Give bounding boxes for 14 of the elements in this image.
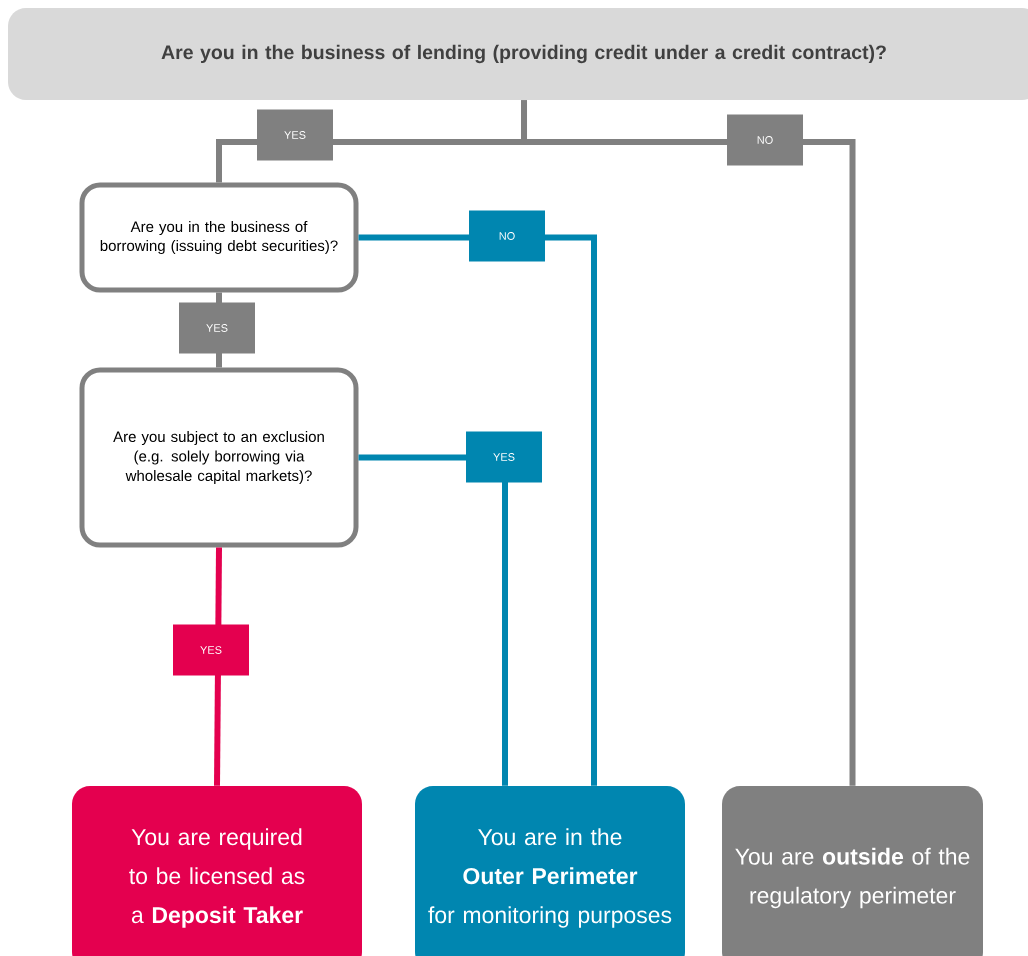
edge-label: YES [179,302,255,354]
outcome-box: You are required to be licensed as a Deposit Taker [72,786,362,956]
question-banner: Are you in the business of lending (providing credit under a credit contract)? [8,8,1028,100]
decision-box: Are you subject to an exclusion (e.g. solely borrowing via wholesale capital markets)? [79,367,359,548]
edge-label: YES [466,431,542,483]
connector [358,234,597,786]
edge-label: NO [727,114,803,166]
decision-box: Are you in the business of borrowing (issuing debt securities)? [79,182,359,293]
connector [521,100,856,786]
outcome-box: You are outside of the regulatory perimeter [722,786,983,956]
edge-label: NO [469,210,545,262]
edge-label: YES [257,109,333,161]
outcome-box: You are in the Outer Perimeter for monitoring purposes [415,786,685,956]
edge-label: YES [173,624,249,676]
